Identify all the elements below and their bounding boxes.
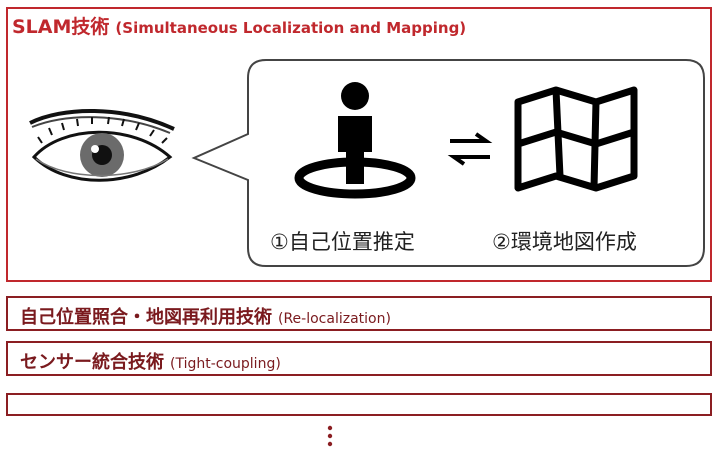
folded-map-icon	[514, 86, 638, 192]
row-title: 自己位置照合・地図再利用技術	[20, 307, 272, 328]
step-self-localization: ①自己位置推定	[270, 230, 415, 254]
step-map-building: ②環境地図作成	[492, 230, 637, 254]
slam-title-main: SLAM技術	[12, 16, 110, 38]
row-tight-coupling: センサー統合技術 (Tight-coupling)	[6, 341, 712, 376]
row-relocalization: 自己位置照合・地図再利用技術 (Re-localization)	[6, 296, 712, 331]
vertical-ellipsis-icon	[327, 425, 333, 447]
slam-panel	[6, 7, 712, 282]
eye-icon	[29, 108, 175, 182]
slam-title: SLAM技術 (Simultaneous Localization and Map…	[12, 12, 466, 39]
row-subtitle: (Re-localization)	[278, 311, 391, 327]
slam-title-sub: (Simultaneous Localization and Mapping)	[115, 19, 467, 37]
row-empty	[6, 393, 712, 416]
person-location-icon	[294, 82, 416, 199]
swap-arrows-icon	[447, 132, 493, 166]
row-subtitle: (Tight-coupling)	[170, 356, 281, 372]
row-title: センサー統合技術	[20, 352, 164, 373]
